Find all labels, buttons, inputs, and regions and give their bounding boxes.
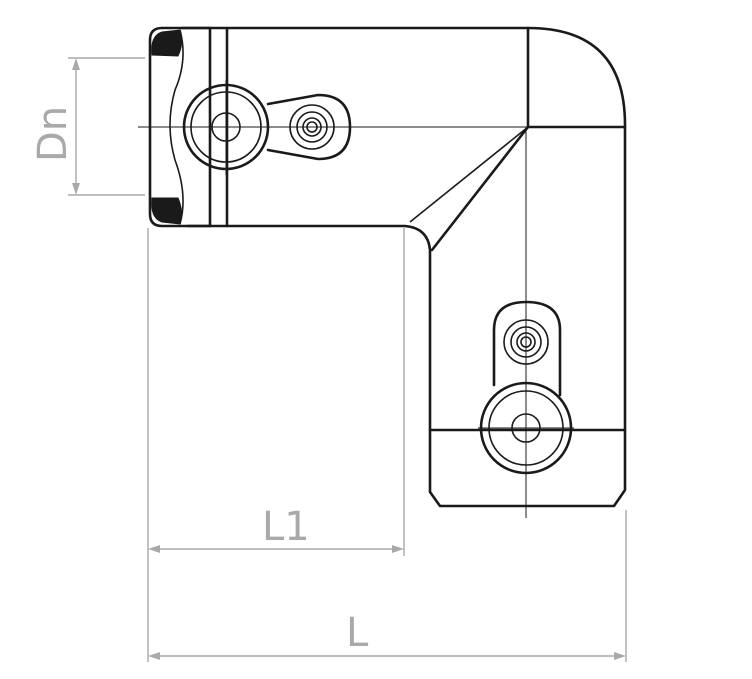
dimension-l: L — [148, 510, 627, 662]
l1-arrow-right — [392, 545, 404, 553]
head-profile — [169, 29, 184, 225]
center-lines — [138, 80, 625, 518]
l-label: L — [346, 610, 369, 656]
inserts — [151, 29, 183, 225]
chamfer-inner — [409, 126, 529, 223]
l1-arrow-left — [148, 545, 160, 553]
cutting-head — [148, 26, 212, 228]
l1-label: L1 — [262, 504, 310, 550]
dn-arrow-top — [72, 58, 80, 70]
lower-slot — [492, 300, 562, 397]
insert-top — [151, 29, 183, 57]
dn-label: Dn — [30, 106, 76, 162]
dimension-dn: Dn — [30, 57, 145, 196]
body-outline — [180, 26, 627, 508]
l-arrow-left — [148, 652, 160, 660]
tool-body — [148, 26, 627, 508]
l-arrow-right — [614, 652, 626, 660]
chamfer-diagonal — [430, 125, 530, 252]
dimension-l1: L1 — [147, 228, 405, 662]
dn-arrow-bottom — [72, 183, 80, 195]
insert-bottom — [151, 197, 183, 225]
